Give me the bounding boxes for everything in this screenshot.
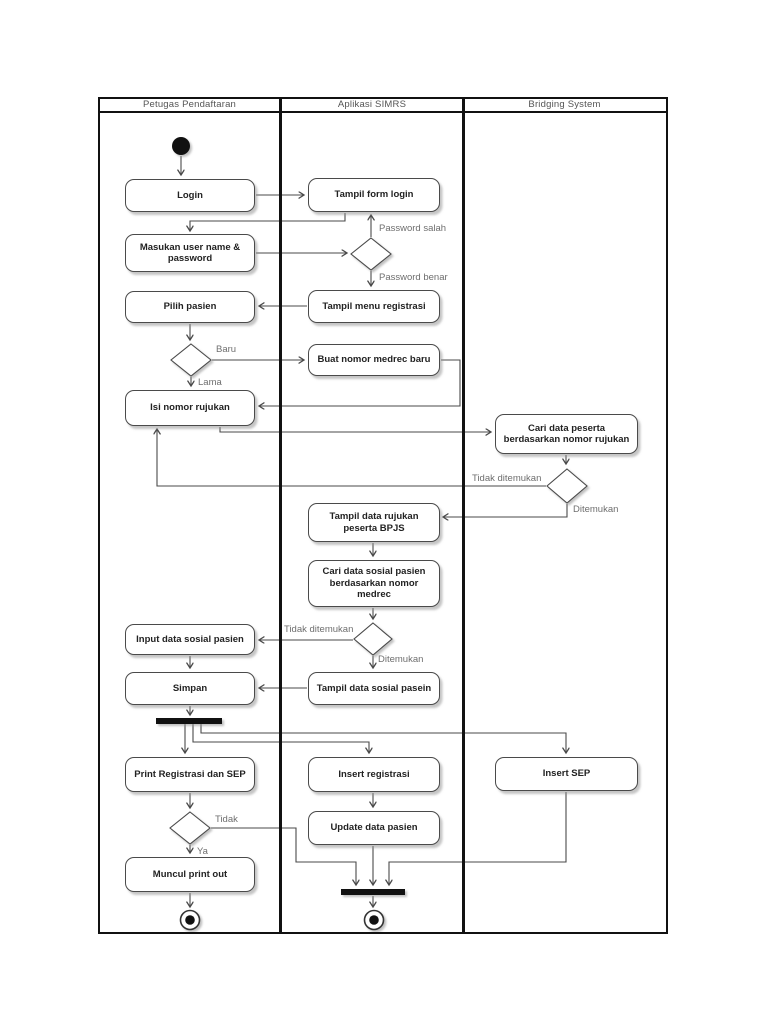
- edge-label-lama: Lama: [198, 377, 222, 388]
- activity-input-data-sosial: Input data sosial pasien: [125, 624, 255, 655]
- activity-cari-data-peserta: Cari data peserta berdasarkan nomor ruju…: [495, 414, 638, 454]
- decision-ditemukan-simrs: [353, 622, 393, 656]
- activity-masukan-user: Masukan user name & password: [125, 234, 255, 272]
- edge-label-tidak-ditemukan-bridging: Tidak ditemukan: [472, 473, 542, 484]
- lane-title-simrs: Aplikasi SIMRS: [337, 99, 407, 110]
- edge-label-ditemukan-bridging: Ditemukan: [573, 504, 619, 515]
- activity-tampil-menu-registrasi: Tampil menu registrasi: [308, 290, 440, 323]
- edge-label-ya: Ya: [197, 846, 208, 857]
- decision-password: [350, 237, 392, 271]
- decision-ditemukan-bridging: [546, 468, 588, 504]
- swimlane-frame: [98, 97, 668, 934]
- activity-login: Login: [125, 179, 255, 212]
- activity-isi-nomor-rujukan: Isi nomor rujukan: [125, 390, 255, 426]
- activity-muncul-print-out: Muncul print out: [125, 857, 255, 892]
- lane-divider-1: [279, 97, 282, 934]
- edge-label-baru: Baru: [216, 344, 237, 355]
- edge-label-password-salah: Password salah: [379, 223, 447, 234]
- edge-label-tidak: Tidak: [215, 814, 238, 825]
- activity-buat-nomor-medrec: Buat nomor medrec baru: [308, 344, 440, 376]
- edge-isi-caripeserta: [219, 427, 491, 432]
- activity-tampil-data-rujukan: Tampil data rujukan peserta BPJS: [308, 503, 440, 542]
- lane-divider-2: [462, 97, 465, 934]
- activity-insert-sep: Insert SEP: [495, 757, 638, 791]
- lane-title-petugas: Petugas Pendaftaran: [142, 99, 237, 110]
- edge-fork-insertsep: [200, 724, 566, 753]
- activity-tampil-form-login: Tampil form login: [308, 178, 440, 212]
- edge-buatmedrec-isi: [259, 359, 461, 406]
- decision-baru-lama: [170, 343, 212, 377]
- decision-tidak-ya: [169, 811, 211, 845]
- activity-pilih-pasien: Pilih pasien: [125, 291, 255, 323]
- connector-layer: [157, 156, 567, 907]
- final-node-simrs-dot: [369, 915, 379, 925]
- edge-tampilform-masukan: [190, 213, 346, 231]
- lane-title-bridging: Bridging System: [528, 99, 601, 110]
- fork-bar: [156, 718, 222, 724]
- edge-label-ditemukan-simrs: Ditemukan: [378, 654, 424, 665]
- activity-insert-registrasi: Insert registrasi: [308, 757, 440, 792]
- edge-label-password-benar: Password benar: [379, 272, 448, 283]
- edge-label-tidak-ditemukan-simrs: Tidak ditemukan: [284, 624, 354, 635]
- activity-print-registrasi: Print Registrasi dan SEP: [125, 757, 255, 792]
- activity-tampil-data-sosial: Tampil data sosial pasein: [308, 672, 440, 705]
- activity-update-data-pasien: Update data pasien: [308, 811, 440, 845]
- final-node-petugas-dot: [185, 915, 195, 925]
- header-separator: [98, 111, 668, 113]
- join-bar: [341, 889, 405, 895]
- initial-node: [172, 137, 190, 155]
- edge-tidak-join: [211, 827, 356, 885]
- edge-insertsep-join: [389, 792, 567, 885]
- activity-cari-data-sosial: Cari data sosial pasien berdasarkan nomo…: [308, 560, 440, 607]
- activity-simpan: Simpan: [125, 672, 255, 705]
- edge-ditemukan-tampilrujukan: [443, 504, 568, 517]
- edge-tidakditemukan-isi: [157, 429, 546, 487]
